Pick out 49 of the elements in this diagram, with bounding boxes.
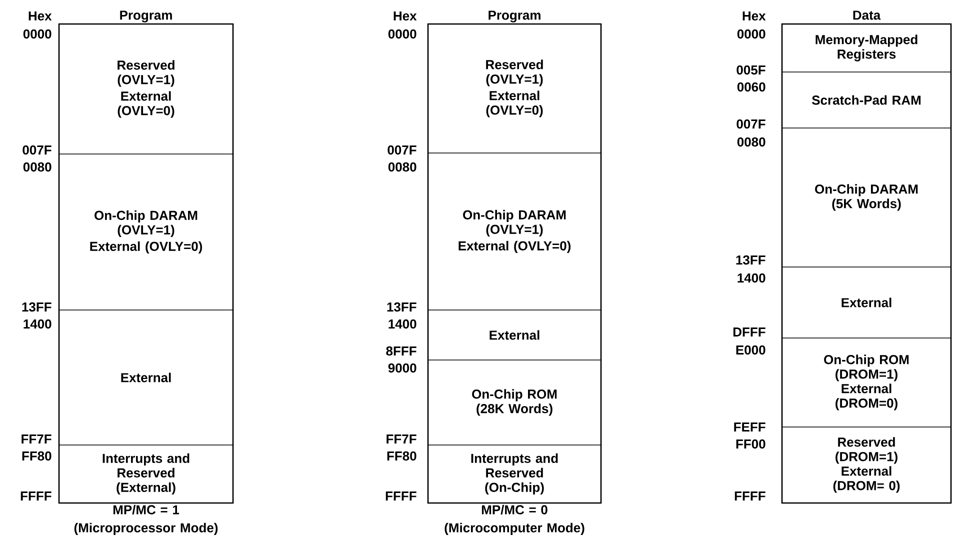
address-label: 0080	[388, 162, 416, 172]
address-label: 1400	[388, 319, 416, 329]
memory-region: External	[58, 310, 234, 446]
memory-region: On-Chip DARAM (OVLY=1) External (OVLY=0)	[58, 154, 234, 310]
memory-region: Reserved (OVLY=1) External (OVLY=0)	[428, 24, 602, 154]
address-label: 0060	[737, 82, 766, 92]
address-label: 13FF	[736, 255, 766, 265]
memory-region: Reserved (OVLY=1) External (OVLY=0)	[58, 24, 234, 154]
address-label: E000	[736, 345, 766, 355]
memory-region: On-Chip ROM (28K Words)	[428, 360, 602, 446]
memory-region: Interrupts and Reserved (On-Chip)	[428, 444, 602, 504]
address-label: 007F	[388, 145, 416, 155]
memory-region: Reserved (DROM=1) External (DROM= 0)	[782, 426, 952, 504]
memory-region: Scratch-Pad RAM	[782, 72, 952, 128]
node-label: Program	[120, 10, 172, 22]
node-label: Data	[853, 10, 881, 20]
address-label: 9000	[388, 363, 416, 373]
memory-region: External	[428, 310, 602, 360]
address-label: 8FFF	[386, 346, 416, 356]
memory-region: On-Chip DARAM (OVLY=1) External (OVLY=0)	[428, 152, 602, 310]
address-label: Hex	[28, 11, 52, 21]
address-label: 1400	[24, 319, 52, 329]
address-label: 0080	[737, 137, 766, 147]
address-label: 0080	[23, 162, 52, 172]
address-label: 007F	[22, 145, 52, 155]
address-label: FFFF	[734, 492, 766, 500]
address-label: Hex	[394, 11, 417, 21]
address-label: 007F	[736, 119, 766, 129]
address-label: FF7F	[22, 434, 52, 444]
memory-region: External	[782, 266, 952, 338]
node-label: MP/MC = 0 (Microcomputer Mode)	[444, 504, 584, 535]
memory-region: Memory-Mapped Registers	[782, 24, 952, 72]
address-label: Hex	[742, 11, 766, 21]
address-label: 13FF	[22, 302, 52, 312]
node-label: MP/MC = 1 (Microprocessor Mode)	[74, 504, 218, 535]
address-label: FEFF	[734, 422, 766, 432]
address-label: FF00	[736, 439, 766, 449]
address-label: 13FF	[387, 302, 416, 312]
address-label: FF80	[387, 451, 416, 461]
memory-region: Interrupts and Reserved (External)	[58, 444, 234, 504]
memory-region: On-Chip DARAM (5K Words)	[782, 128, 952, 268]
address-label: 1400	[738, 273, 766, 283]
node-label: Program	[488, 10, 540, 22]
address-label: DFFF	[733, 328, 766, 336]
address-label: 0000	[737, 29, 766, 39]
address-label: FF80	[22, 451, 52, 461]
address-label: FF7F	[386, 434, 416, 444]
address-label: 005F	[736, 65, 766, 75]
memory-region: On-Chip ROM (DROM=1) External (DROM=0)	[782, 338, 952, 428]
